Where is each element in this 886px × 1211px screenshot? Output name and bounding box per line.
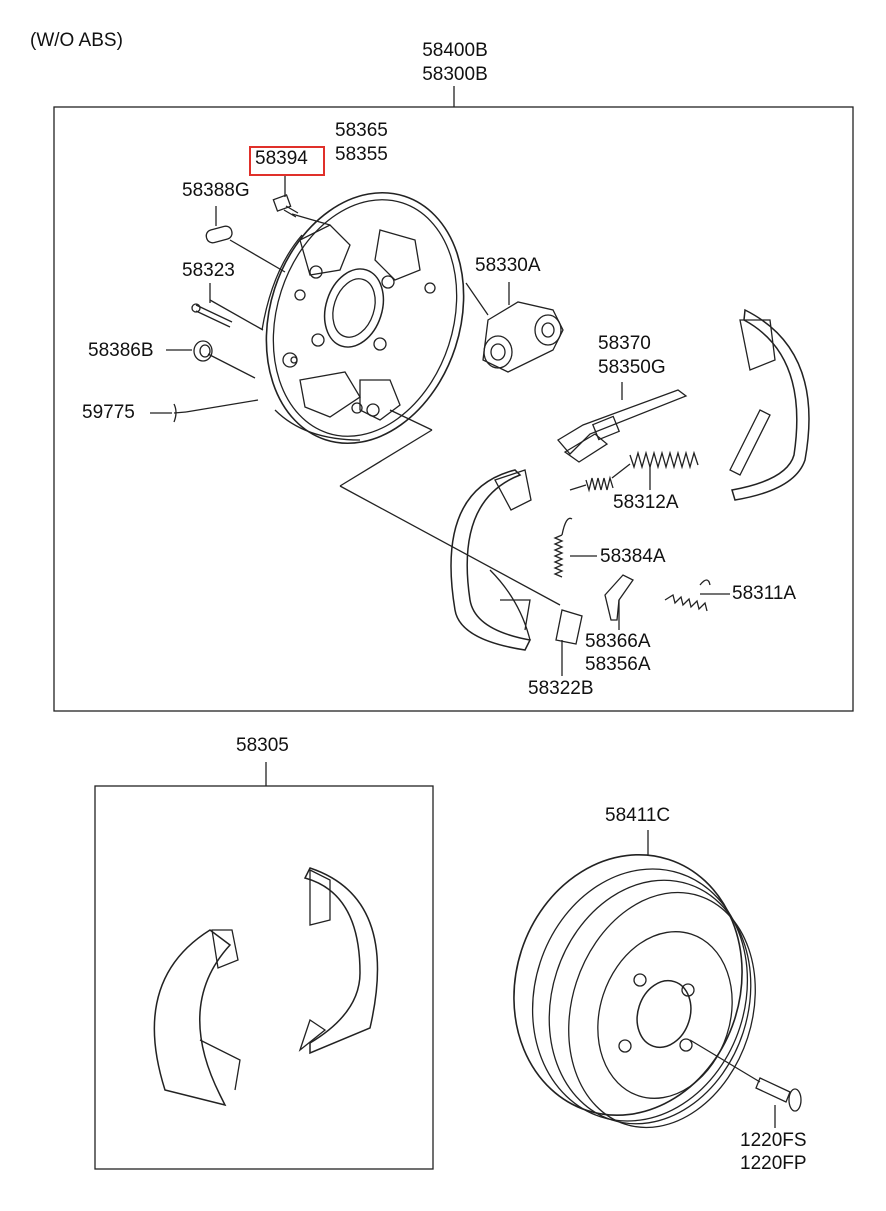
cap-58386B-drawing bbox=[193, 340, 213, 362]
clip-59775-drawing bbox=[173, 403, 187, 423]
left-part-leaders bbox=[150, 176, 331, 414]
lower-spring-drawing bbox=[664, 579, 730, 612]
assembly-shoe-right-drawing bbox=[729, 308, 810, 501]
label-58312A: 58312A bbox=[613, 492, 679, 513]
label-58305: 58305 bbox=[236, 735, 289, 756]
label-58311A: 58311A bbox=[732, 583, 797, 604]
wheel-cylinder-drawing bbox=[465, 282, 564, 373]
return-spring-drawing bbox=[553, 517, 597, 578]
label-58384A: 58384A bbox=[600, 546, 666, 567]
drum-screw-drawing bbox=[689, 1039, 802, 1128]
lever-drawing bbox=[604, 574, 634, 630]
adjuster-spring-drawing bbox=[569, 450, 699, 493]
label-58411C: 58411C bbox=[605, 805, 671, 826]
adjuster-drawing bbox=[557, 382, 688, 463]
variant-note: (W/O ABS) bbox=[30, 30, 123, 51]
label-58322B: 58322B bbox=[528, 678, 594, 699]
upper-assembly-frame bbox=[53, 106, 854, 712]
label-59775: 59775 bbox=[82, 402, 135, 423]
label-1220FS: 1220FS bbox=[740, 1130, 807, 1151]
label-58400B: 58400B bbox=[422, 40, 488, 61]
label-58355: 58355 bbox=[335, 144, 388, 165]
label-58370: 58370 bbox=[598, 333, 651, 354]
highlight-box bbox=[249, 146, 325, 176]
plate-to-shoe-leaders bbox=[339, 409, 561, 606]
label-58394[interactable]: 58394 bbox=[255, 148, 308, 169]
label-58300B: 58300B bbox=[422, 64, 488, 85]
pin-58323-drawing bbox=[191, 303, 233, 328]
assembly-shoe-left-drawing bbox=[450, 469, 532, 651]
kit-shoe-right-drawing bbox=[298, 867, 379, 1055]
plug-58388G-drawing bbox=[205, 225, 233, 244]
backing-plate-drawing bbox=[261, 191, 465, 445]
bolt-58394-drawing bbox=[272, 194, 299, 218]
label-1220FP: 1220FP bbox=[740, 1153, 807, 1174]
lever-clip-drawing bbox=[555, 609, 583, 676]
brake-shoe-kit-frame bbox=[94, 785, 434, 1170]
label-58350G: 58350G bbox=[598, 357, 666, 378]
kit-shoe-left-drawing bbox=[153, 929, 241, 1107]
label-58365: 58365 bbox=[335, 120, 388, 141]
label-58386B: 58386B bbox=[88, 340, 154, 361]
label-58388G: 58388G bbox=[182, 180, 250, 201]
brake-drum-drawing bbox=[513, 830, 756, 1129]
label-58366A: 58366A bbox=[585, 631, 651, 652]
label-58323: 58323 bbox=[182, 260, 235, 281]
label-58356A: 58356A bbox=[585, 654, 651, 675]
label-58330A: 58330A bbox=[475, 255, 541, 276]
